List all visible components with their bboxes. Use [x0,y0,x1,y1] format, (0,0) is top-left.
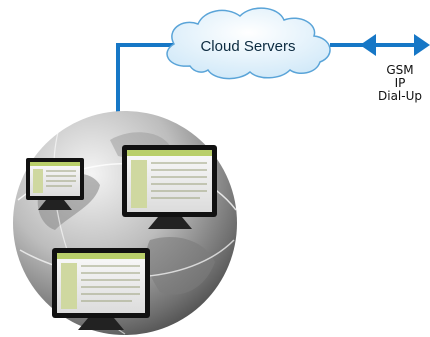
monitor-icon [26,158,84,210]
globe-cloud-link [116,43,178,130]
monitor-icon [122,145,217,229]
double-arrow-icon [360,34,430,56]
connection-label-dialup: Dial-Up [378,89,422,103]
connection-label-ip: IP [395,76,406,90]
monitor-icon [52,248,150,330]
connection-label-gsm: GSM [386,63,413,77]
cloud-label: Cloud Servers [200,38,295,55]
cloud-icon [166,7,331,80]
